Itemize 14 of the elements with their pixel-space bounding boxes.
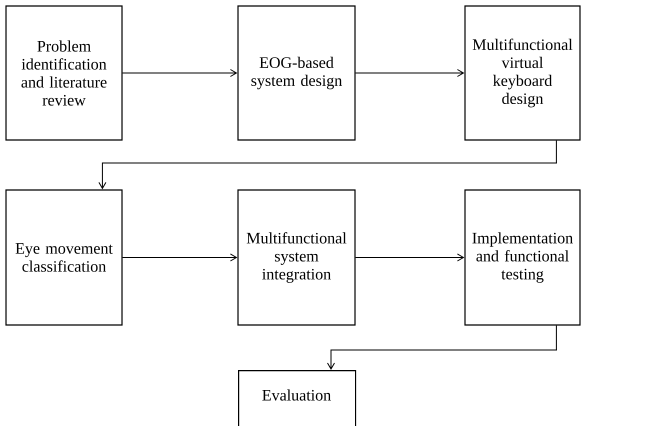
process-box: Implementation and functional testing <box>464 189 581 326</box>
arrow <box>355 69 464 77</box>
process-box: EOG-based system design <box>237 5 356 141</box>
node-label: Evaluation <box>262 389 331 401</box>
process-box: Problem identification and literature review <box>5 5 123 141</box>
arrow <box>355 254 464 262</box>
arrow <box>122 69 238 77</box>
arrow <box>98 140 558 190</box>
process-box: Eye movement classification <box>5 189 123 326</box>
process-box: Multifunctional system integration <box>237 189 356 326</box>
arrow <box>122 254 238 262</box>
process-box: Multifunctional virtual keyboard design <box>464 5 581 141</box>
process-box <box>238 370 356 426</box>
arrow <box>327 325 558 370</box>
